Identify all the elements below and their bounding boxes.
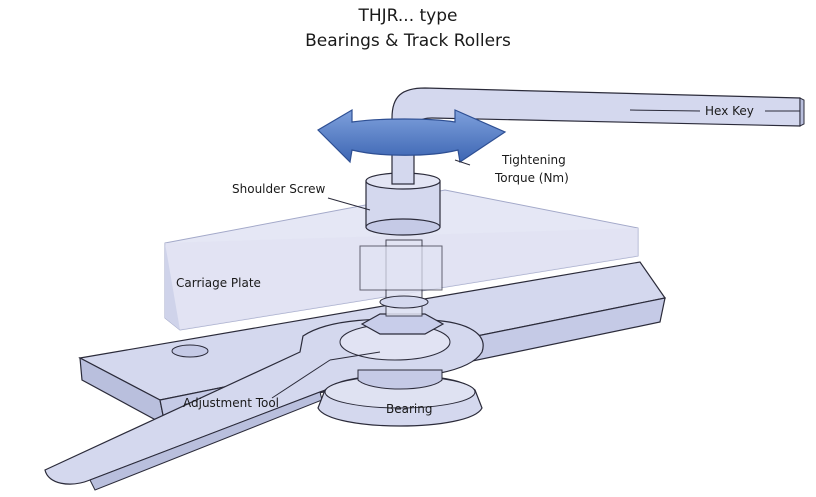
hex-nut xyxy=(360,313,445,335)
label-tightening: Tightening xyxy=(501,153,566,167)
adjustment-tool xyxy=(44,318,484,491)
label-shoulder-screw: Shoulder Screw xyxy=(232,182,326,196)
shoulder-screw xyxy=(359,172,443,317)
label-hex-key: Hex Key xyxy=(705,104,754,118)
diagram-title-line1: THJR... type xyxy=(358,6,458,26)
label-torque: Torque (Nm) xyxy=(494,171,569,185)
diagram-title-line2: Bearings & Track Rollers xyxy=(305,31,511,51)
label-adjustment-tool: Adjustment Tool xyxy=(183,396,279,410)
rotation-arrow-icon xyxy=(317,108,507,164)
bearing xyxy=(317,369,483,427)
label-carriage-plate: Carriage Plate xyxy=(176,276,261,290)
leader-lines xyxy=(271,109,800,399)
label-bearing: Bearing xyxy=(386,402,432,416)
